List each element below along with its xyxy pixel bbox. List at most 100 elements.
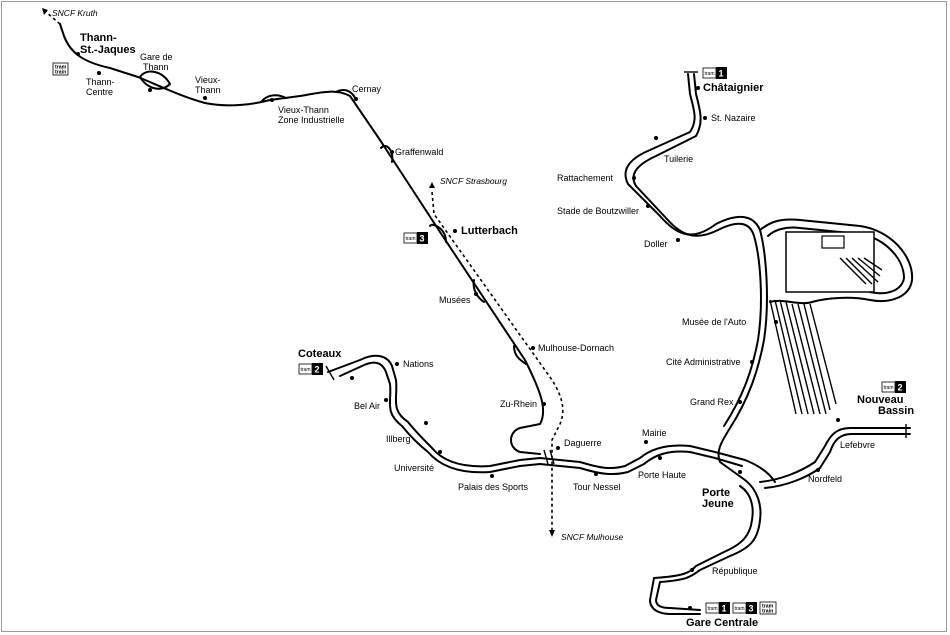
label-nouveau-bassin-2: Bassin [878, 405, 914, 417]
label-illberg: Illberg [386, 434, 411, 444]
label-zu-rhein: Zu-Rhein [500, 399, 537, 409]
tracks [59, 23, 914, 615]
badge-line2-coteaux: tram 2 [298, 363, 323, 375]
badge-line3-gare-centrale: tram 3 [732, 602, 757, 614]
sncf-mulhouse-arrow-icon [549, 530, 555, 537]
terminus-marks [325, 71, 907, 438]
station-labels: Thann- St.-Jaques Thann- Centre Gare de … [52, 8, 914, 629]
label-coteaux: Coteaux [298, 348, 342, 360]
badge-line1-gare-centrale: tram 1 [705, 602, 730, 614]
label-musee-de-l-auto: Musée de l'Auto [682, 317, 746, 327]
label-chataignier: Châtaignier [703, 82, 764, 94]
label-mairie: Mairie [642, 428, 667, 438]
track-line1-north [624, 73, 768, 481]
track-depot-inner [767, 226, 905, 295]
track-line2-east-b [764, 433, 911, 489]
track-line1-south-b [649, 485, 754, 615]
track-line1-north-b [632, 73, 762, 427]
label-sncf-mulhouse: SNCF Mulhouse [561, 532, 623, 542]
label-daguerre: Daguerre [564, 438, 602, 448]
label-palais-des-sports: Palais des Sports [458, 482, 529, 492]
label-mulhouse-dornach: Mulhouse-Dornach [538, 343, 614, 353]
line-badges: tram train tram 3 tram 2 tram 1 tram [52, 62, 906, 615]
track-tramtrain-west [59, 23, 545, 455]
track-line2-east [759, 427, 911, 483]
label-lefebvre: Lefebvre [840, 440, 875, 450]
label-lutterbach: Lutterbach [461, 225, 518, 237]
label-gare-de-thann-2: Thann [143, 62, 169, 72]
passing-loop-lutterbach [429, 223, 447, 243]
label-tuilerie: Tuilerie [664, 154, 693, 164]
badge-tramtrain-thann: tram train [52, 62, 69, 76]
badge-tramtrain-gare-centrale: tram train [759, 601, 777, 615]
sncf-crossing-mark-2 [549, 449, 555, 465]
label-nouveau-bassin: Nouveau [857, 394, 903, 406]
sncf-lines [42, 8, 564, 537]
label-thann-centre: Thann- [86, 77, 115, 87]
label-vieux-thann-zi-2: Zone Industrielle [278, 115, 345, 125]
label-cernay: Cernay [352, 84, 382, 94]
label-thann-centre-2: Centre [86, 87, 113, 97]
depot-building-notch [821, 235, 845, 249]
track-line2-west [327, 354, 776, 483]
svg-text:tram: tram [301, 367, 311, 373]
sncf-strasbourg-arrow-icon [429, 182, 435, 188]
label-musees: Musées [439, 295, 471, 305]
svg-text:2: 2 [898, 383, 903, 393]
passing-loop-graffenwald [380, 144, 394, 163]
label-universite: Université [394, 463, 434, 473]
label-republique: République [712, 566, 758, 576]
svg-text:tram: tram [55, 65, 67, 71]
label-bel-air: Bel Air [354, 401, 380, 411]
track-depot-loop [759, 218, 914, 305]
label-thann-st-jaques: Thann- [80, 32, 117, 44]
svg-text:train: train [55, 70, 66, 76]
svg-text:tram: tram [884, 385, 894, 391]
label-graffenwald: Graffenwald [395, 147, 443, 157]
label-rattachement: Rattachement [557, 173, 614, 183]
passing-loop-gare-de-thann [139, 70, 171, 90]
station-dots [76, 52, 840, 610]
passing-loop-vieux-thann-zi [261, 94, 287, 102]
svg-text:tram: tram [708, 606, 718, 612]
badge-line3-lutterbach: tram 3 [403, 232, 428, 244]
label-thann-st-jaques-2: St.-Jaques [80, 44, 136, 56]
track-line1-south [655, 479, 762, 611]
label-tour-nessel: Tour Nessel [573, 482, 621, 492]
svg-text:tram: tram [735, 606, 745, 612]
svg-text:3: 3 [420, 234, 425, 244]
label-porte-haute: Porte Haute [638, 470, 686, 480]
svg-text:1: 1 [722, 604, 727, 614]
label-porte-jeune-2: Jeune [702, 498, 734, 510]
label-nations: Nations [403, 359, 434, 369]
label-vieux-thann-2: Thann [195, 85, 221, 95]
svg-text:tram: tram [762, 604, 774, 610]
sncf-crossing-mark [543, 449, 549, 465]
svg-text:train: train [762, 609, 773, 615]
track-line2-west-b [339, 361, 743, 476]
sncf-kruth-arrow-icon [42, 8, 48, 15]
passing-loop-mulhouse-dornach [513, 345, 527, 365]
svg-text:tram: tram [406, 236, 416, 242]
badge-line1-chataignier: tram 1 [702, 67, 727, 79]
label-cite-administrative: Cité Administrative [666, 357, 741, 367]
label-stade-de-boutzwiller: Stade de Boutzwiller [557, 206, 639, 216]
label-vieux-thann: Vieux- [195, 75, 220, 85]
svg-text:2: 2 [315, 365, 320, 375]
label-grand-rex: Grand Rex [690, 397, 734, 407]
svg-text:tram: tram [705, 71, 715, 77]
label-doller: Doller [644, 239, 668, 249]
svg-text:1: 1 [719, 69, 724, 79]
label-gare-de-thann: Gare de [140, 52, 173, 62]
label-porte-jeune: Porte [702, 487, 730, 499]
label-sncf-kruth: SNCF Kruth [52, 8, 98, 18]
label-sncf-strasbourg: SNCF Strasbourg [440, 176, 507, 186]
label-st-nazaire: St. Nazaire [711, 113, 756, 123]
sncf-strasbourg-line [431, 191, 564, 530]
label-vieux-thann-zi: Vieux-Thann [278, 105, 329, 115]
depot-fan-tracks [769, 257, 883, 415]
label-nordfeld: Nordfeld [808, 474, 842, 484]
badge-line2-nouveau-bassin: tram 2 [881, 381, 906, 393]
svg-text:3: 3 [749, 604, 754, 614]
